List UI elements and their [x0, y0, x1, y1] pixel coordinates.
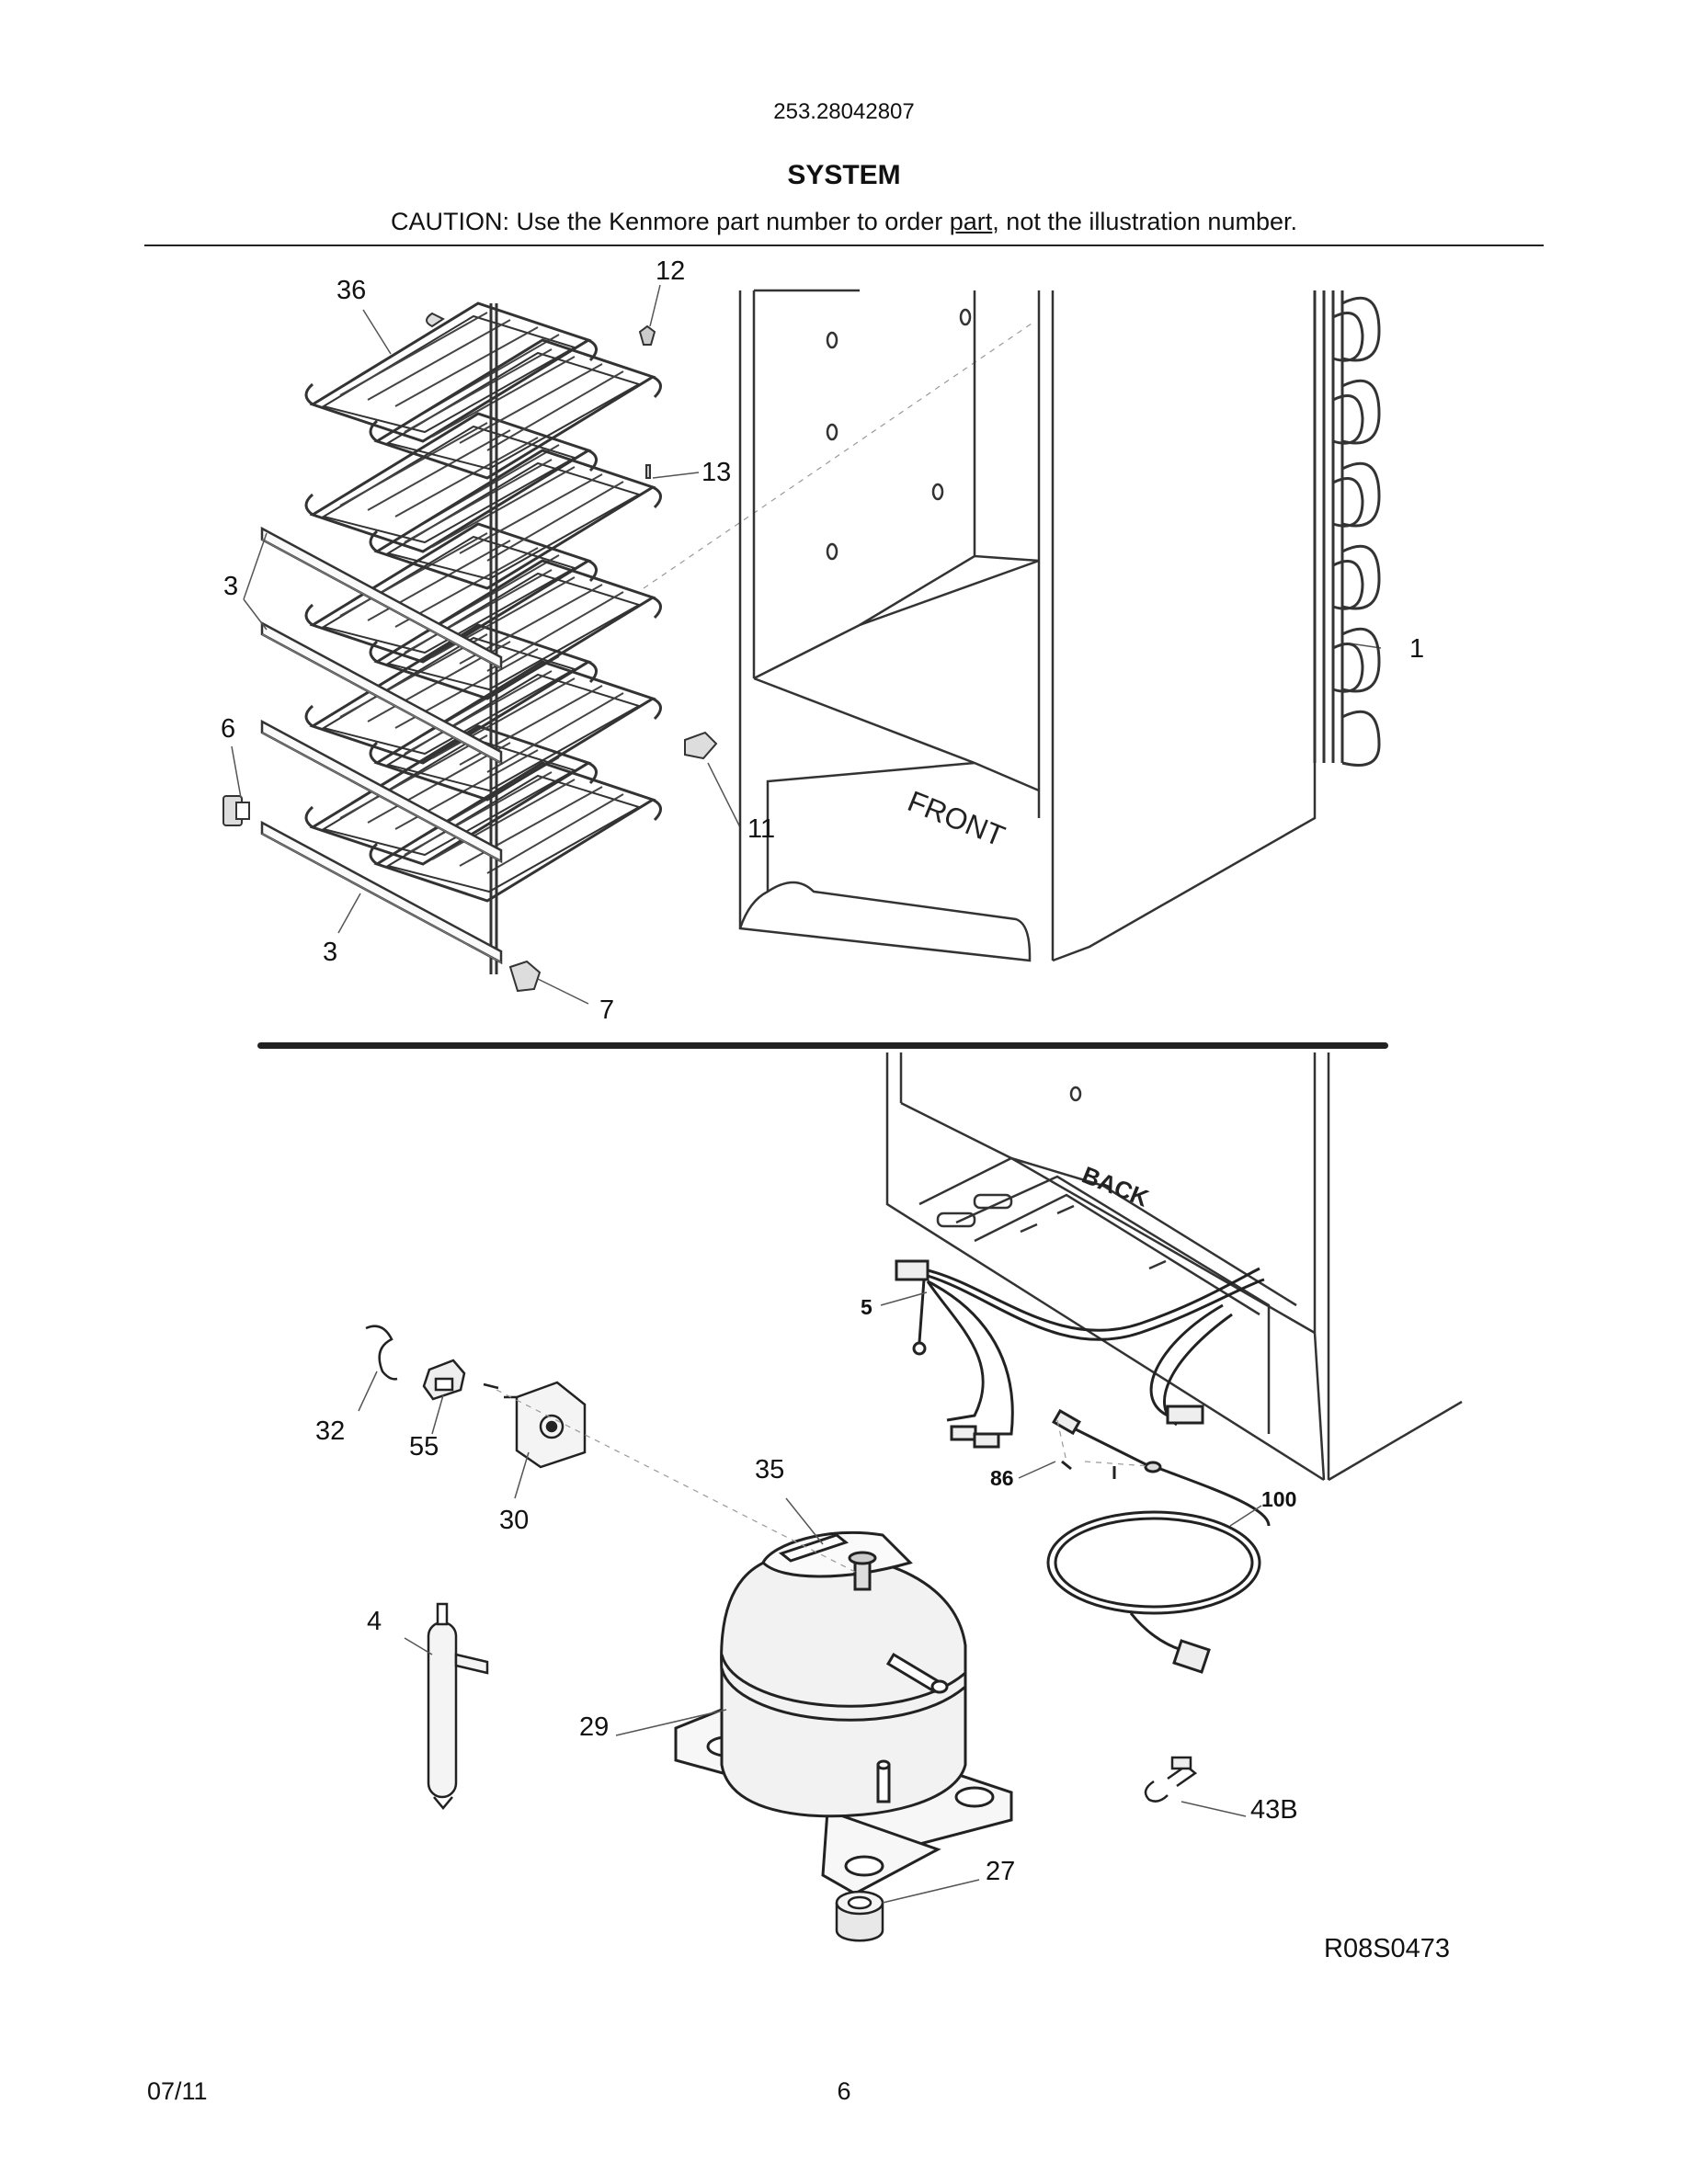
- callout-43b: 43B: [1250, 1795, 1298, 1825]
- grommet-and-clip: [835, 1756, 1198, 1942]
- wiring-harness: [895, 1259, 1265, 1449]
- callout-12: 12: [656, 256, 686, 286]
- header-rule: [144, 245, 1544, 246]
- callout-100: 100: [1261, 1487, 1297, 1511]
- section-divider: [257, 1042, 1388, 1049]
- wire-shelves: [304, 301, 663, 974]
- callout-32: 32: [315, 1416, 346, 1446]
- callout-13: 13: [701, 458, 732, 487]
- upper-leader-lines: [231, 284, 1382, 1005]
- power-cord: [1046, 1408, 1271, 1674]
- relay-overload-parts: [365, 1325, 587, 1469]
- section-title: SYSTEM: [787, 160, 901, 190]
- callout-36: 36: [336, 276, 367, 305]
- callout-29: 29: [579, 1712, 610, 1742]
- footer-date: 07/11: [147, 2077, 208, 2105]
- caution-text-underlined: part: [949, 208, 993, 235]
- back-label: BACK: [1078, 1161, 1153, 1212]
- callout-6: 6: [221, 714, 236, 744]
- condenser-coil: [1313, 290, 1381, 767]
- caution-text-end: , not the illustration number.: [992, 208, 1297, 235]
- caution-note: CAUTION: Use the Kenmore part number to …: [0, 208, 1688, 236]
- model-number: 253.28042807: [773, 99, 915, 124]
- caution-text-start: CAUTION: Use the Kenmore part number to …: [391, 208, 950, 235]
- callout-1: 1: [1409, 634, 1425, 664]
- callout-30: 30: [499, 1506, 530, 1535]
- callout-55: 55: [409, 1432, 439, 1462]
- compressor: [674, 1530, 1013, 1895]
- callout-3-upper: 3: [223, 572, 239, 601]
- callout-27: 27: [986, 1857, 1016, 1886]
- shelf-rails: [260, 527, 503, 964]
- callout-7: 7: [599, 995, 615, 1025]
- callout-3-lower: 3: [323, 938, 338, 967]
- cabinet-back-view: [885, 1052, 1463, 1482]
- retainer-clips: [222, 324, 718, 993]
- callout-5: 5: [861, 1295, 873, 1319]
- callout-4: 4: [367, 1607, 382, 1636]
- drawing-code: R08S0473: [1324, 1934, 1451, 1963]
- lower-leader-lines: [358, 1291, 1262, 1904]
- cabinet-front-view: [738, 289, 1317, 962]
- page-number: 6: [837, 2077, 851, 2105]
- callout-86: 86: [990, 1466, 1014, 1490]
- callout-35: 35: [755, 1455, 785, 1484]
- front-label: FRONT: [903, 784, 1009, 853]
- callout-11: 11: [747, 814, 776, 844]
- filter-drier: [427, 1602, 489, 1810]
